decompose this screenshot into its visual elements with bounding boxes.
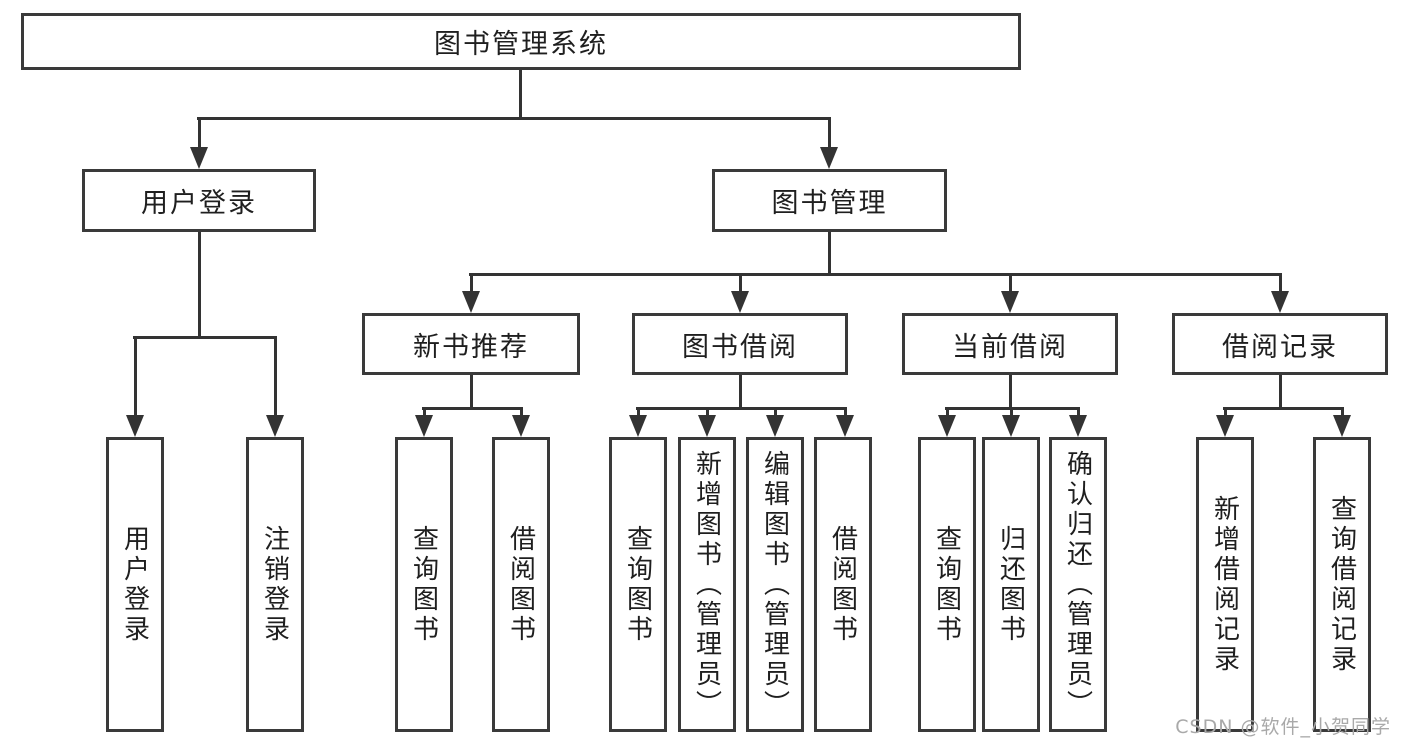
node-book-management-label: 图书管理 — [771, 188, 888, 219]
arrow-down-icon — [126, 415, 144, 437]
node-current-borrowing-label: 当前借阅 — [952, 331, 1068, 363]
leaf-borrow-books-recommend-label: 借阅图书 — [505, 524, 536, 645]
connector-line — [739, 273, 742, 293]
leaf-user-login-label: 用户登录 — [119, 524, 150, 645]
arrow-down-icon — [1216, 415, 1234, 437]
connector-line — [198, 232, 201, 339]
arrow-down-icon — [462, 291, 480, 313]
connector-line — [636, 407, 847, 410]
watermark: CSDN @软件_小贺同学 — [1175, 716, 1391, 738]
leaf-logout: 注销登录 — [246, 437, 304, 732]
arrow-down-icon — [1069, 415, 1087, 437]
connector-line — [520, 407, 523, 417]
node-borrowing-records: 借阅记录 — [1172, 313, 1388, 375]
connector-line — [844, 407, 847, 417]
leaf-add-borrow-record-label: 新增借阅记录 — [1209, 494, 1240, 675]
connector-line — [133, 336, 277, 339]
node-new-book-recommend: 新书推荐 — [362, 313, 580, 375]
node-root: 图书管理系统 — [21, 13, 1021, 70]
arrow-down-icon — [1271, 291, 1289, 313]
connector-line — [1279, 375, 1282, 409]
leaf-confirm-return-admin-label: 确认归还（管理员） — [1062, 449, 1093, 720]
node-book-borrowing: 图书借阅 — [632, 313, 848, 375]
leaf-query-books-current: 查询图书 — [918, 437, 976, 732]
node-book-borrowing-label: 图书借阅 — [682, 331, 798, 363]
node-new-book-recommend-label: 新书推荐 — [413, 331, 529, 363]
node-borrowing-records-label: 借阅记录 — [1222, 331, 1338, 363]
connector-line — [1223, 407, 1344, 410]
leaf-edit-book-admin: 编辑图书（管理员） — [746, 437, 804, 732]
connector-line — [469, 273, 1282, 276]
connector-line — [1010, 407, 1013, 417]
arrow-down-icon — [415, 415, 433, 437]
connector-line — [1077, 407, 1080, 417]
leaf-borrow-books-borrowing-label: 借阅图书 — [827, 524, 858, 645]
node-user-login-label: 用户登录 — [141, 188, 257, 219]
arrow-down-icon — [938, 415, 956, 437]
connector-line — [1224, 407, 1227, 417]
connector-line — [1279, 273, 1282, 293]
connector-line — [423, 407, 426, 417]
leaf-add-borrow-record: 新增借阅记录 — [1196, 437, 1254, 732]
connector-line — [197, 117, 831, 120]
arrow-down-icon — [836, 415, 854, 437]
arrow-down-icon — [1001, 291, 1019, 313]
node-root-label: 图书管理系统 — [434, 29, 608, 60]
connector-line — [274, 336, 277, 417]
arrow-down-icon — [629, 415, 647, 437]
leaf-add-book-admin: 新增图书（管理员） — [678, 437, 736, 732]
leaf-user-login: 用户登录 — [106, 437, 164, 732]
connector-line — [198, 117, 201, 148]
arrow-down-icon — [820, 147, 838, 169]
arrow-down-icon — [512, 415, 530, 437]
leaf-confirm-return-admin: 确认归还（管理员） — [1049, 437, 1107, 732]
connector-line — [1341, 407, 1344, 417]
leaf-borrow-books-recommend: 借阅图书 — [492, 437, 550, 732]
leaf-query-books-current-label: 查询图书 — [931, 524, 962, 645]
leaf-query-books-borrowing-label: 查询图书 — [622, 524, 653, 645]
arrow-down-icon — [766, 415, 784, 437]
leaf-query-borrow-record-label: 查询借阅记录 — [1326, 494, 1357, 675]
leaf-logout-label: 注销登录 — [259, 524, 290, 645]
arrow-down-icon — [1002, 415, 1020, 437]
leaf-edit-book-admin-label: 编辑图书（管理员） — [759, 449, 790, 720]
leaf-query-books-recommend-label: 查询图书 — [408, 524, 439, 645]
connector-line — [774, 407, 777, 417]
node-current-borrowing: 当前借阅 — [902, 313, 1118, 375]
connector-line — [946, 407, 949, 417]
connector-line — [706, 407, 709, 417]
connector-line — [828, 117, 831, 148]
node-book-management: 图书管理 — [712, 169, 947, 232]
leaf-return-book-label: 归还图书 — [995, 524, 1026, 645]
leaf-return-book: 归还图书 — [982, 437, 1040, 732]
arrow-down-icon — [698, 415, 716, 437]
leaf-query-borrow-record: 查询借阅记录 — [1313, 437, 1371, 732]
connector-line — [1009, 375, 1012, 409]
connector-line — [134, 336, 137, 417]
arrow-down-icon — [190, 147, 208, 169]
connector-line — [739, 375, 742, 409]
node-user-login: 用户登录 — [82, 169, 316, 232]
connector-line — [519, 70, 522, 120]
arrow-down-icon — [1333, 415, 1351, 437]
connector-line — [422, 407, 523, 410]
leaf-add-book-admin-label: 新增图书（管理员） — [691, 449, 722, 720]
leaf-query-books-borrowing: 查询图书 — [609, 437, 667, 732]
arrow-down-icon — [266, 415, 284, 437]
connector-line — [637, 407, 640, 417]
leaf-borrow-books-borrowing: 借阅图书 — [814, 437, 872, 732]
arrow-down-icon — [731, 291, 749, 313]
connector-line — [470, 273, 473, 293]
connector-line — [1009, 273, 1012, 293]
leaf-query-books-recommend: 查询图书 — [395, 437, 453, 732]
connector-line — [828, 232, 831, 275]
connector-line — [470, 375, 473, 409]
